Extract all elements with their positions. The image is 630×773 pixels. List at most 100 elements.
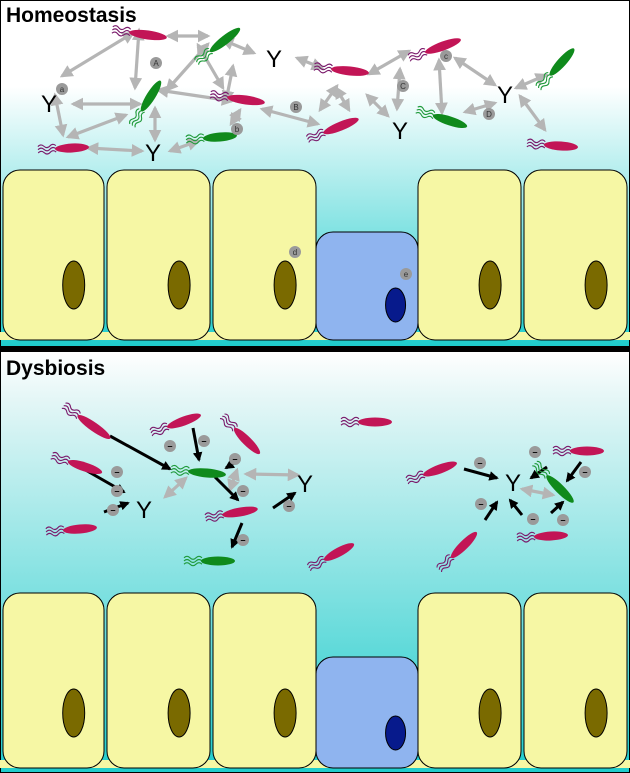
interaction-arrow bbox=[365, 93, 390, 118]
interaction-arrow bbox=[65, 112, 129, 140]
pathogen-bacterium bbox=[340, 416, 392, 428]
interaction-arrow bbox=[462, 99, 498, 116]
commensal-bacterium bbox=[129, 80, 162, 128]
homeostasis-epithelial-cell-3 bbox=[212, 169, 317, 341]
antibody-symbol: Y bbox=[145, 140, 161, 167]
bacterium-body bbox=[203, 132, 237, 142]
flagellum bbox=[150, 425, 169, 434]
flagellum bbox=[52, 451, 71, 459]
marker-b bbox=[231, 123, 243, 135]
interaction-arrow bbox=[165, 42, 210, 92]
interaction-arrow bbox=[59, 31, 136, 78]
flagellum bbox=[340, 419, 360, 425]
interaction-arrow bbox=[452, 56, 498, 87]
marker-label-c: c bbox=[444, 52, 448, 61]
inhibition-symbol: – bbox=[286, 501, 291, 511]
interaction-arrows bbox=[50, 27, 556, 500]
antibody-symbol: Y bbox=[392, 118, 408, 145]
pathogen-bacterium bbox=[219, 413, 261, 455]
flagellum bbox=[516, 534, 536, 540]
flagellum bbox=[224, 413, 238, 427]
inhibition-marker bbox=[283, 500, 295, 512]
marker-label-A: A bbox=[153, 59, 159, 68]
inhibition-symbol: – bbox=[167, 441, 172, 451]
flagellum bbox=[406, 473, 425, 482]
pathogen-bacterium bbox=[526, 138, 578, 151]
marker-label-C: C bbox=[400, 82, 406, 91]
interaction-arrow bbox=[433, 57, 448, 116]
flagellum bbox=[45, 531, 65, 537]
bacterium-body bbox=[140, 80, 162, 112]
inhibition-marker bbox=[557, 514, 569, 526]
flagellum bbox=[151, 428, 170, 437]
pathogen-bacterium bbox=[306, 543, 355, 571]
flagellum bbox=[170, 471, 190, 476]
flagellum bbox=[417, 105, 436, 113]
bacterium-body bbox=[358, 417, 392, 427]
antibody-symbol: Y bbox=[505, 470, 521, 497]
flagellum bbox=[185, 136, 205, 142]
commensal-bacterium bbox=[194, 27, 241, 65]
interaction-arrow bbox=[85, 142, 145, 157]
flagellum bbox=[112, 25, 132, 31]
marker-label-a: a bbox=[60, 85, 65, 94]
marker-c bbox=[440, 50, 452, 62]
pathogen-bacterium bbox=[407, 38, 461, 62]
inhibition-arrow bbox=[191, 427, 203, 462]
inhibition-marker bbox=[237, 485, 249, 497]
flagellum bbox=[183, 562, 203, 567]
inhibition-symbol: – bbox=[114, 486, 119, 496]
flagellum bbox=[210, 93, 229, 99]
flagellum bbox=[307, 131, 325, 140]
bacterium-body bbox=[450, 531, 478, 559]
flagellum bbox=[408, 51, 427, 59]
interaction-arrow bbox=[243, 467, 301, 482]
flagellum bbox=[526, 144, 546, 150]
flagellum bbox=[61, 407, 78, 419]
marker-label-d: d bbox=[293, 248, 297, 257]
flagellum bbox=[535, 71, 549, 86]
flagellum bbox=[37, 146, 57, 152]
inhibition-marker bbox=[579, 466, 591, 478]
flagellum bbox=[129, 108, 140, 125]
marker-e bbox=[400, 268, 412, 280]
bacterium-body bbox=[432, 113, 468, 129]
homeostasis-goblet-cell bbox=[315, 231, 419, 341]
dysbiosis-title: Dysbiosis bbox=[6, 357, 105, 380]
inhibition-marker bbox=[164, 440, 176, 452]
flagellum bbox=[205, 516, 225, 522]
inhibition-symbol: – bbox=[201, 436, 206, 446]
pathogen-bacterium bbox=[516, 531, 568, 543]
marker-D bbox=[483, 108, 495, 120]
commensal-bacterium bbox=[532, 460, 574, 503]
flagellum bbox=[149, 422, 168, 431]
marker-a bbox=[56, 83, 68, 95]
flagellum bbox=[183, 558, 203, 564]
flagellum bbox=[37, 143, 57, 149]
commensal-bacterium bbox=[415, 105, 468, 129]
inhibition-symbol: – bbox=[240, 486, 245, 496]
commensal-bacterium bbox=[185, 132, 237, 145]
inhibition-marker bbox=[527, 513, 539, 525]
inhibition-symbol: – bbox=[530, 514, 535, 524]
bacterium-body bbox=[222, 506, 258, 518]
pathogen-bacterium bbox=[204, 506, 258, 522]
marker-C bbox=[397, 80, 409, 92]
marker-d bbox=[289, 246, 301, 258]
flagellum bbox=[209, 96, 229, 102]
interaction-arrow bbox=[227, 467, 240, 493]
interaction-arrow bbox=[519, 484, 556, 500]
bacterium-body bbox=[546, 475, 574, 503]
inhibition-symbol: – bbox=[110, 505, 115, 515]
interaction-arrow bbox=[50, 92, 68, 138]
flagellum bbox=[63, 405, 79, 417]
inhibition-symbol: – bbox=[532, 447, 537, 457]
flagellum bbox=[51, 454, 70, 463]
dysbiosis-cell-nucleus-6 bbox=[584, 688, 608, 738]
flagellum bbox=[308, 558, 326, 569]
inhibition-symbol: – bbox=[477, 458, 482, 468]
bacterium-body bbox=[77, 414, 111, 440]
commensal-bacterium bbox=[170, 464, 226, 478]
inhibition-marker bbox=[237, 534, 249, 546]
